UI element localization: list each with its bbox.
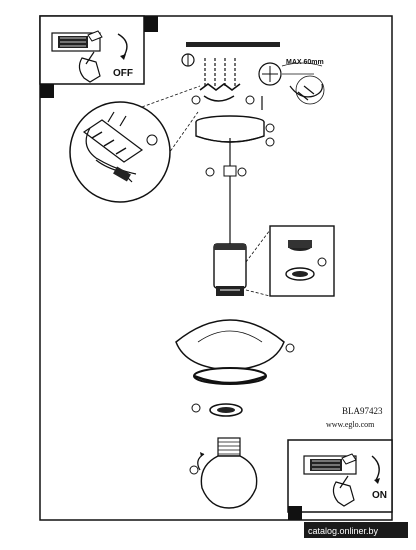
- switch-on-panel: ON: [287, 439, 393, 520]
- max-length-label: MAX 60mm: [286, 59, 324, 66]
- hand-switch-on-icon: [303, 453, 380, 507]
- canopy: [195, 115, 275, 147]
- corner-marker: [144, 16, 158, 32]
- website: www.eglo.com: [326, 420, 375, 429]
- wiring-detail: [69, 85, 201, 203]
- product-code: BLA97423: [342, 406, 383, 416]
- lamp-shade: [175, 319, 295, 385]
- switch-off-label: OFF: [113, 68, 133, 79]
- switch-off-panel: OFF: [39, 15, 158, 98]
- max-length-icon: [258, 62, 325, 105]
- corner-marker: [40, 84, 54, 98]
- corner-marker: [288, 506, 302, 520]
- screw-icon: [245, 95, 255, 105]
- switch-on-label: ON: [372, 490, 387, 501]
- watermark: catalog.onliner.by: [304, 522, 408, 538]
- hand-switch-off-icon: [51, 30, 128, 83]
- holder-detail-box: [245, 225, 335, 297]
- sheet-border: [39, 15, 393, 521]
- watermark-text: catalog.onliner.by: [308, 526, 379, 536]
- cable-grip: [205, 165, 247, 177]
- fixing-ring: [191, 403, 243, 417]
- ceiling-mount: [181, 42, 280, 110]
- screw-icon: [191, 95, 201, 105]
- lamp-holder: [213, 243, 247, 296]
- light-bulb: [189, 437, 258, 509]
